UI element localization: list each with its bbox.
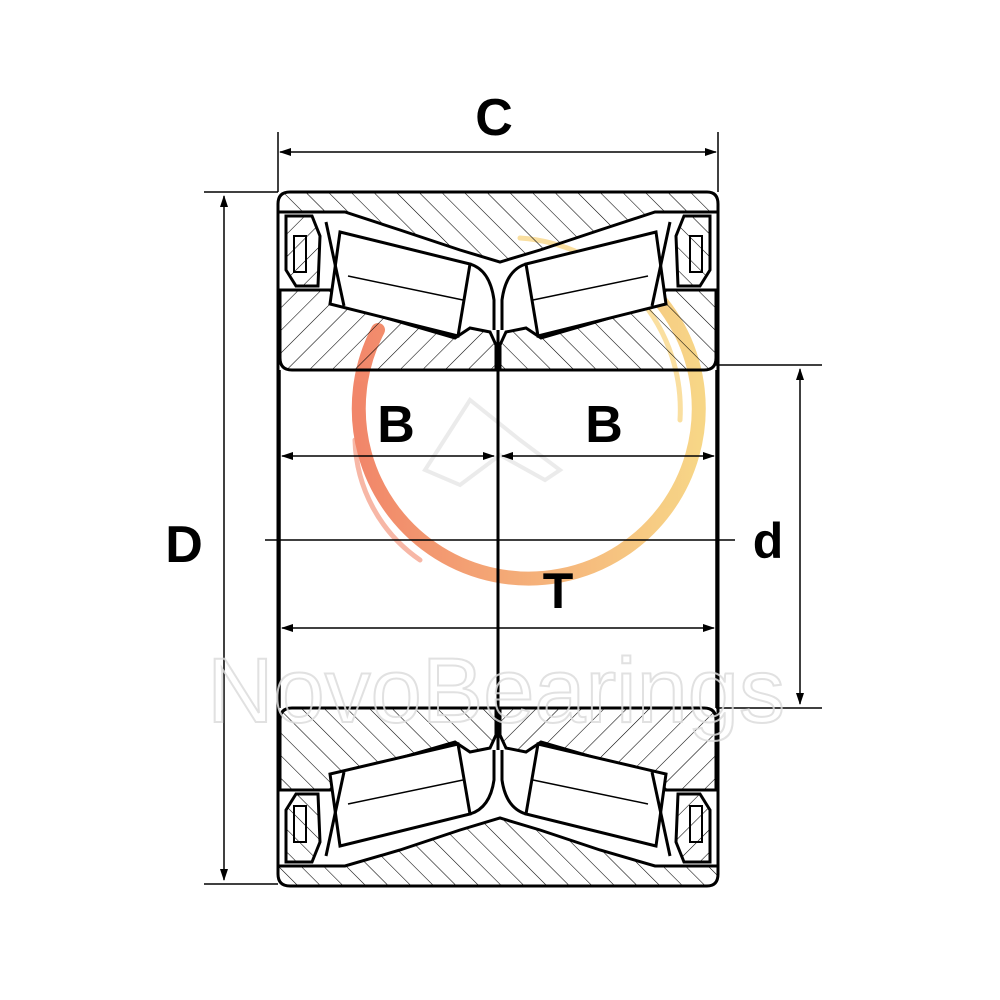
label-b-right: B	[585, 396, 623, 454]
dimension-d-inner	[716, 364, 822, 709]
label-t: T	[543, 563, 574, 619]
label-c: C	[475, 89, 513, 147]
outer-ring-bottom	[276, 816, 720, 888]
roller-bottom-right	[524, 742, 672, 857]
seal-bottom-left	[284, 792, 322, 864]
label-b-left: B	[377, 396, 415, 454]
label-d-inner: d	[753, 513, 784, 569]
watermark-text: NovoBearings	[207, 640, 785, 742]
seal-top-right	[674, 214, 712, 288]
bearing-outline	[276, 212, 720, 866]
seal-bottom-right	[674, 792, 712, 864]
roller-top-left	[324, 221, 472, 338]
cage-bottom	[469, 750, 527, 816]
label-d-outer: D	[165, 516, 203, 574]
roller-bottom-left	[324, 742, 472, 857]
dimension-d	[204, 191, 278, 885]
dimension-c	[277, 132, 719, 192]
seal-top-left	[284, 214, 322, 288]
outer-ring-top	[276, 190, 720, 264]
inner-ring-top	[278, 288, 718, 372]
cage-top	[469, 262, 527, 330]
roller-top-right	[524, 221, 672, 338]
